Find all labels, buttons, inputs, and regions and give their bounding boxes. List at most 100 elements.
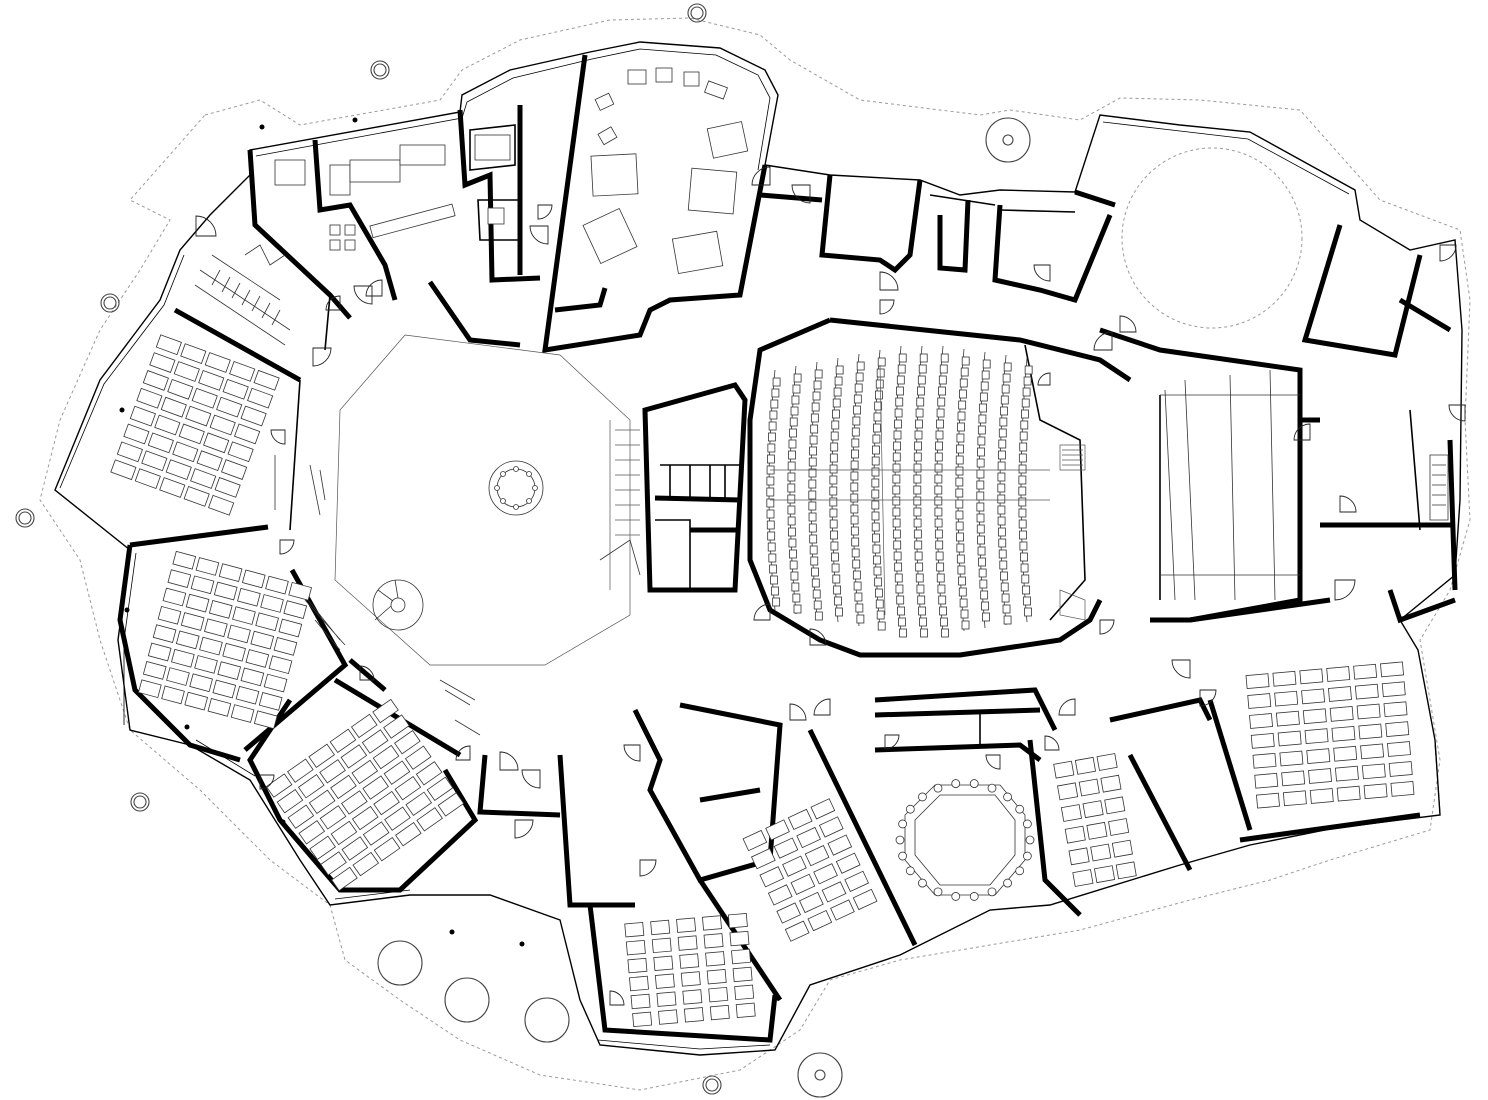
desk [298,820,326,845]
door-swing-icon [985,754,1001,770]
chair [1025,835,1035,845]
seat [917,375,926,385]
desk [1247,693,1272,709]
desk [735,1002,756,1018]
desk [1082,800,1104,819]
desk [204,352,231,373]
door-swing-icon [1099,619,1115,635]
desk [799,891,824,914]
seat [955,510,964,520]
seat [787,516,796,526]
desk [212,679,237,699]
seat [976,458,985,468]
desk [625,939,646,956]
seat [851,537,860,547]
desk [263,673,288,693]
seat [976,469,985,479]
desk [287,804,315,829]
desk [1363,783,1388,800]
seat [808,468,817,478]
seat [919,353,928,363]
desk [682,989,703,1005]
seat [892,452,901,462]
desk [160,396,187,418]
door-swing-icon [1448,404,1466,422]
desk [1074,756,1096,775]
seat [894,419,902,429]
seat [871,456,880,466]
seat [829,464,838,474]
desk [705,951,726,967]
seat [875,390,883,400]
seat [955,477,964,487]
desk [656,991,677,1007]
column-icon [124,607,130,613]
seat [998,549,1007,559]
desk-group [1245,661,1415,809]
seat [1020,563,1029,573]
seat [790,406,799,416]
desk [152,624,177,644]
seat [829,508,838,518]
seat [982,612,990,622]
seat [980,590,989,600]
seat [997,494,1006,504]
seat [768,553,777,563]
seat [850,460,859,470]
seat [893,540,902,550]
desk [154,414,181,436]
seat [955,499,964,509]
door-swing-icon [1199,689,1217,707]
seat [834,596,842,606]
seat [873,566,882,576]
seat [940,617,948,627]
seat [834,376,843,386]
seat [955,521,964,531]
seat [1019,442,1028,452]
chair [951,779,961,788]
desk [171,648,195,668]
seat [916,584,925,594]
door-swing-icon [789,703,807,721]
seat [1001,384,1010,394]
seat [934,463,943,473]
seat [789,560,798,570]
seat [937,397,946,407]
door-swing-icon [455,745,471,761]
seat [917,386,925,396]
desk [784,920,810,942]
desk [247,387,274,409]
desk [208,494,235,516]
seat [1001,593,1010,603]
seat [792,593,801,603]
desk [1328,686,1352,702]
desk [222,378,249,400]
seat [955,466,964,476]
seat [1003,362,1012,372]
chair [1015,866,1025,876]
desk [654,973,675,989]
seat [977,436,986,446]
desk [394,729,421,755]
desk [190,575,215,595]
desk [373,836,401,862]
seat [829,486,838,496]
seat [913,496,922,506]
seat [976,513,985,523]
seat [917,595,926,605]
seat [876,610,885,620]
seat [1018,464,1027,474]
seat [871,478,880,488]
desk [1388,761,1413,777]
building-envelope [54,41,1463,1056]
seat [809,435,818,445]
seat [768,421,777,431]
seat [977,535,985,545]
door-swing-icon [195,215,217,237]
seat [955,488,964,498]
seat [850,471,859,481]
desk [1078,778,1100,797]
desk [787,808,813,831]
desk [175,630,200,650]
desk-group [1053,753,1137,887]
